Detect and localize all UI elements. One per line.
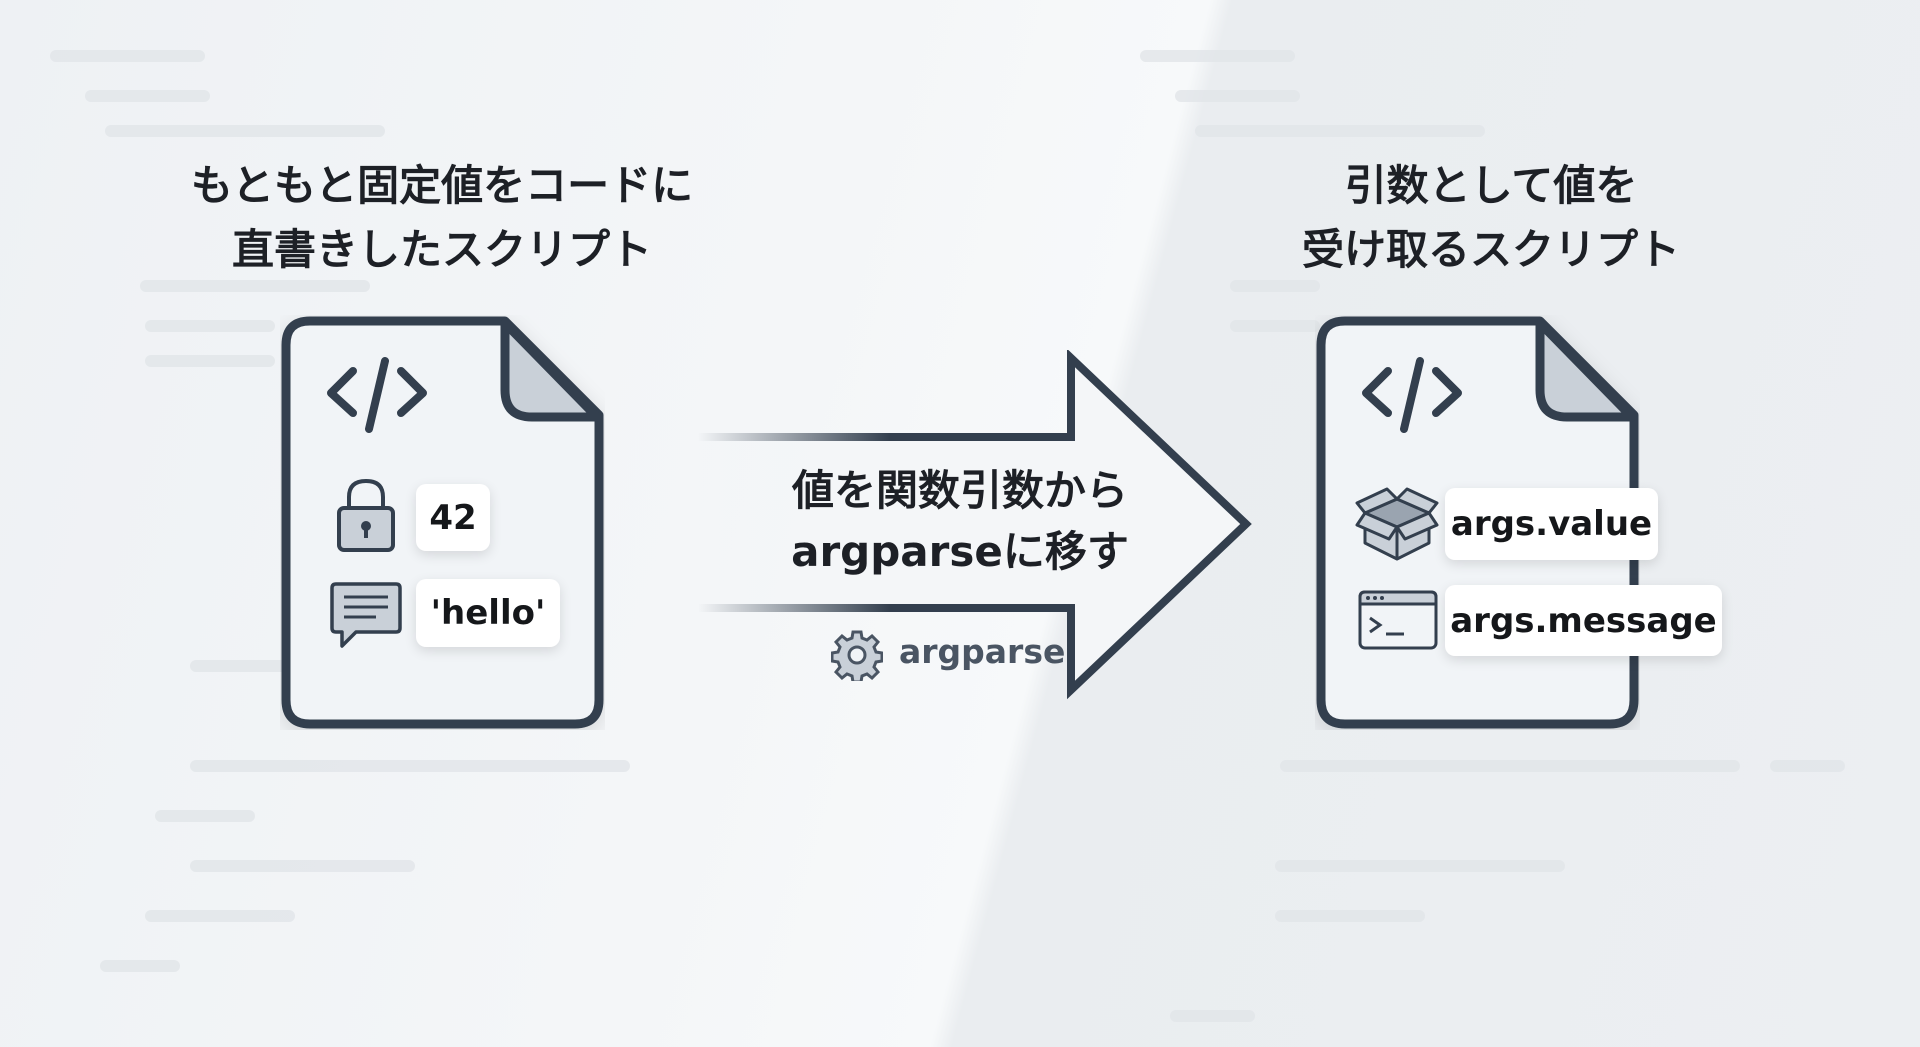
left-title: もともと固定値をコードに 直書きしたスクリプト: [142, 154, 742, 282]
code-icon: [1362, 357, 1462, 433]
hardcoded-number-value: 42: [416, 484, 490, 551]
arrow-label: 値を関数引数から argparseに移す: [700, 460, 1220, 582]
arrow-label-line1: 値を関数引数から: [791, 466, 1128, 515]
left-title-line1: もともと固定値をコードに: [190, 161, 694, 210]
terminal-icon: [1358, 590, 1438, 650]
argparse-module-label: argparse: [899, 632, 1066, 671]
args-message-label: args.message: [1445, 585, 1722, 656]
gear-icon: [831, 630, 883, 681]
open-box-icon: [1355, 487, 1439, 561]
right-title-line1: 引数として値を: [1344, 161, 1638, 210]
arrow-label-line2: argparseに移す: [791, 527, 1129, 576]
transition-arrow: [698, 350, 1252, 700]
lock-icon: [337, 478, 395, 552]
code-icon: [327, 357, 427, 433]
right-title-line2: 受け取るスクリプト: [1301, 225, 1680, 274]
message-icon: [330, 582, 402, 648]
right-title: 引数として値を 受け取るスクリプト: [1191, 154, 1791, 282]
args-value-label: args.value: [1445, 488, 1658, 560]
hardcoded-string-value: 'hello': [416, 579, 560, 647]
left-title-line2: 直書きしたスクリプト: [231, 225, 652, 274]
